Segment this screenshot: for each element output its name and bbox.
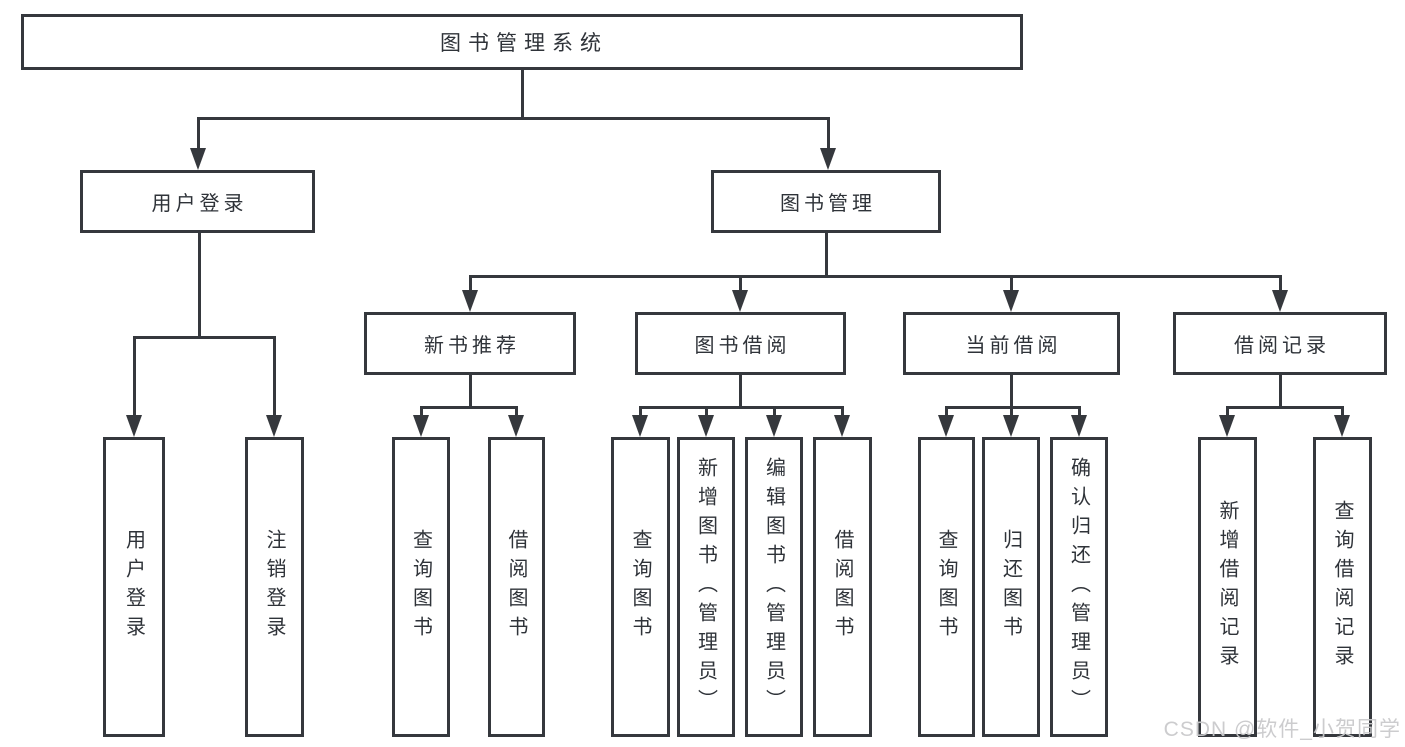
connector-drop-d3 <box>1078 406 1081 418</box>
leaf-query-books-current: 查询图书 <box>918 437 975 737</box>
connector-drop-b1 <box>420 406 423 418</box>
connector-drop-recommend <box>469 275 472 295</box>
connector-login-stem <box>198 233 201 339</box>
arrow-to-c4 <box>834 415 850 437</box>
connector-records-stem <box>1279 375 1282 409</box>
connector-recommend-stem <box>469 375 472 409</box>
leaf-add-borrow-record: 新增借阅记录 <box>1198 437 1257 737</box>
leaf-query-borrow-record-label: 查询借阅记录 <box>1331 500 1353 674</box>
leaf-user-login-label: 用户登录 <box>122 529 145 645</box>
arrow-to-c3 <box>766 415 782 437</box>
connector-drop-borrow <box>739 275 742 295</box>
node-root-label: 图书管理系统 <box>440 32 608 55</box>
leaf-edit-books-admin-label: 编辑图书（管理员） <box>762 456 785 718</box>
arrow-to-recommend <box>462 290 478 312</box>
arrow-to-c1 <box>632 415 648 437</box>
leaf-borrow-books-recommend: 借阅图书 <box>488 437 545 737</box>
node-user-login: 用户登录 <box>80 170 315 233</box>
connector-drop-b2 <box>515 406 518 418</box>
connector-records-rail <box>1226 406 1344 409</box>
connector-drop-d1 <box>945 406 948 418</box>
arrow-to-d1 <box>938 415 954 437</box>
connector-manage-rail <box>469 275 1282 278</box>
arrow-to-records <box>1272 290 1288 312</box>
connector-drop-a1 <box>133 336 136 418</box>
leaf-query-borrow-record: 查询借阅记录 <box>1313 437 1372 737</box>
arrow-to-borrow <box>732 290 748 312</box>
arrow-to-login <box>190 148 206 170</box>
connector-current-stem <box>1010 375 1013 409</box>
arrow-to-e1 <box>1219 415 1235 437</box>
arrow-to-current <box>1003 290 1019 312</box>
node-borrow-records-label: 借阅记录 <box>1234 335 1330 357</box>
node-new-book-recommend-label: 新书推荐 <box>424 335 520 357</box>
leaf-query-books-recommend: 查询图书 <box>392 437 450 737</box>
connector-drop-records <box>1279 275 1282 295</box>
arrow-to-c2 <box>698 415 714 437</box>
connector-login-rail <box>133 336 276 339</box>
node-new-book-recommend: 新书推荐 <box>364 312 576 375</box>
arrow-to-a2 <box>266 415 282 437</box>
leaf-return-books-label: 归还图书 <box>999 529 1022 645</box>
connector-drop-c4 <box>841 406 844 418</box>
leaf-query-books-borrow-label: 查询图书 <box>629 529 651 645</box>
connector-drop-c1 <box>639 406 642 418</box>
arrow-to-b1 <box>413 415 429 437</box>
connector-current-rail <box>945 406 1081 409</box>
connector-drop-current <box>1010 275 1013 295</box>
leaf-user-login: 用户登录 <box>103 437 165 737</box>
connector-manage-stem <box>825 233 828 278</box>
connector-recommend-rail <box>420 406 518 409</box>
leaf-add-books-admin: 新增图书（管理员） <box>677 437 735 737</box>
connector-drop-e2 <box>1341 406 1344 418</box>
leaf-query-books-recommend-label: 查询图书 <box>409 529 432 645</box>
leaf-add-books-admin-label: 新增图书（管理员） <box>694 456 717 718</box>
leaf-logout: 注销登录 <box>245 437 304 737</box>
node-book-borrow: 图书借阅 <box>635 312 846 375</box>
arrow-to-d2 <box>1003 415 1019 437</box>
node-root: 图书管理系统 <box>21 14 1023 70</box>
arrow-to-e2 <box>1334 415 1350 437</box>
connector-root-rail <box>197 117 830 120</box>
leaf-query-books-borrow: 查询图书 <box>611 437 670 737</box>
arrow-to-a1 <box>126 415 142 437</box>
node-current-borrow-label: 当前借阅 <box>965 335 1062 357</box>
arrow-to-manage <box>820 148 836 170</box>
leaf-borrow-books-label: 借阅图书 <box>831 529 853 645</box>
csdn-watermark: CSDN @软件_小贺同学 <box>1163 718 1401 741</box>
leaf-borrow-books-recommend-label: 借阅图书 <box>505 529 527 645</box>
node-user-login-label: 用户登录 <box>151 193 248 215</box>
node-current-borrow: 当前借阅 <box>903 312 1120 375</box>
connector-drop-a2 <box>273 336 276 418</box>
arrow-to-b2 <box>508 415 524 437</box>
leaf-return-books: 归还图书 <box>982 437 1040 737</box>
arrow-to-d3 <box>1071 415 1087 437</box>
connector-borrow-stem <box>739 375 742 409</box>
leaf-add-borrow-record-label: 新增借阅记录 <box>1216 500 1238 674</box>
leaf-borrow-books: 借阅图书 <box>813 437 872 737</box>
connector-drop-e1 <box>1226 406 1229 418</box>
connector-drop-c3 <box>773 406 776 418</box>
node-borrow-records: 借阅记录 <box>1173 312 1387 375</box>
connector-drop-login <box>197 117 200 152</box>
leaf-edit-books-admin: 编辑图书（管理员） <box>745 437 803 737</box>
node-book-manage-label: 图书管理 <box>780 193 876 215</box>
node-book-borrow-label: 图书借阅 <box>694 335 791 357</box>
connector-drop-manage <box>827 117 830 152</box>
connector-drop-c2 <box>705 406 708 418</box>
connector-root-stem <box>521 69 524 119</box>
leaf-logout-label: 注销登录 <box>263 529 285 645</box>
leaf-confirm-return-admin-label: 确认归还（管理员） <box>1067 456 1090 718</box>
leaf-confirm-return-admin: 确认归还（管理员） <box>1050 437 1108 737</box>
connector-drop-d2 <box>1010 406 1013 418</box>
node-book-manage: 图书管理 <box>711 170 941 233</box>
connector-borrow-rail <box>639 406 844 409</box>
leaf-query-books-current-label: 查询图书 <box>935 529 957 645</box>
